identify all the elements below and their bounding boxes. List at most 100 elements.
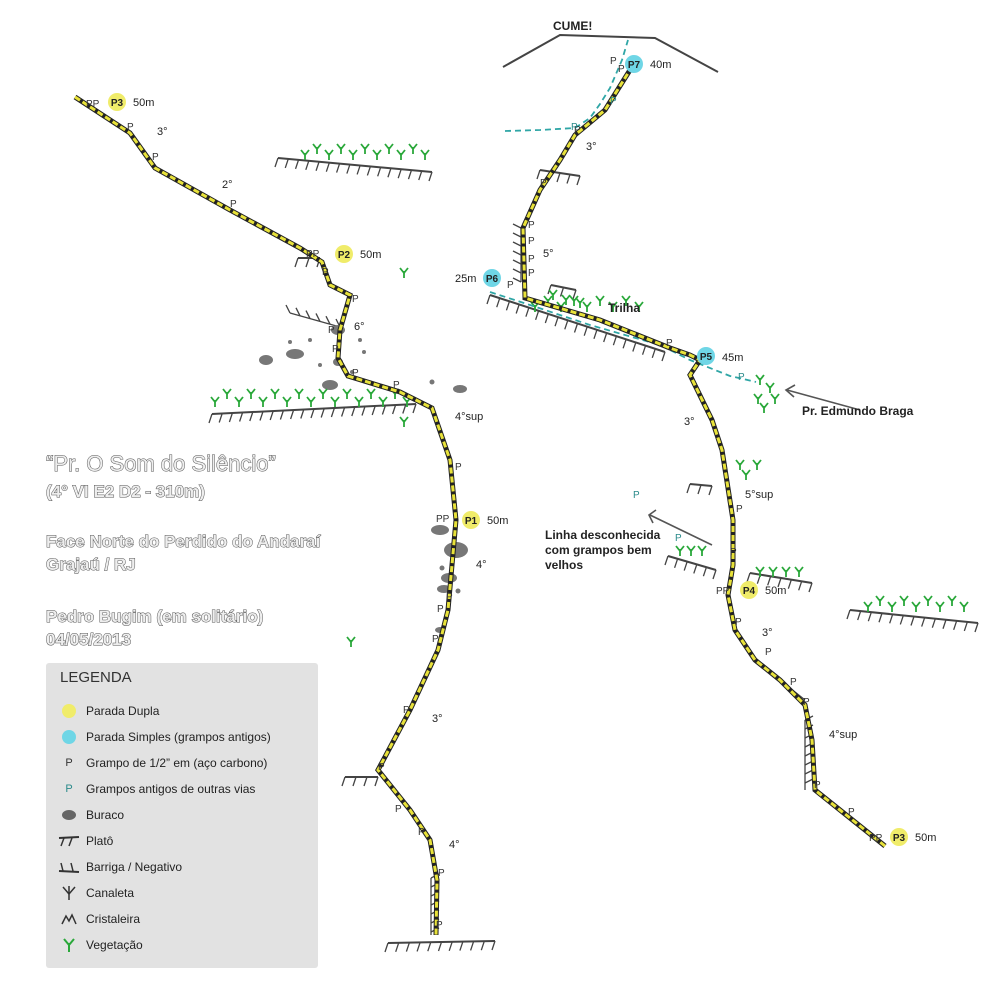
vegetation-icon xyxy=(408,143,418,154)
ledge-tick xyxy=(294,159,300,170)
ledge-tick xyxy=(320,408,325,418)
ledge-tick xyxy=(340,407,346,417)
legend-label: Barriga / Negativo xyxy=(86,860,183,874)
hole-group xyxy=(259,325,468,633)
legend: LEGENDA Parada Dupla Parada Simples (gra… xyxy=(46,663,318,968)
stop-length: 50m xyxy=(487,515,508,527)
overhang-tick xyxy=(512,268,522,274)
ledge-tick xyxy=(405,942,411,952)
overhang-tick xyxy=(295,307,301,317)
vegetation-icon xyxy=(575,297,585,308)
bolt-icon: P xyxy=(814,780,821,791)
ledge-tick xyxy=(269,410,274,421)
vegetation-icon xyxy=(378,396,388,407)
stop-p1: PP P1 50m xyxy=(436,511,508,529)
overhang-tick xyxy=(325,315,331,325)
bolt-group: PPPPPPPPPPPPPPPPPPPPPPPPPPPPPPPPPPPPPPPP… xyxy=(127,56,855,931)
ledge-tick xyxy=(846,609,851,620)
vegetation-icon xyxy=(781,566,791,577)
vegetation-icon xyxy=(222,388,232,399)
grade-label: 6° xyxy=(354,321,365,333)
ledge-tick xyxy=(387,168,392,178)
overhang-tick xyxy=(804,778,814,784)
ledge-tick xyxy=(371,405,376,416)
ledge-tick xyxy=(554,316,559,327)
crystal-icon xyxy=(58,909,80,929)
bolt-icon: P xyxy=(322,267,329,278)
stop-p5: P5 45m xyxy=(697,347,743,365)
ledge-tick xyxy=(279,410,285,420)
stop-name: P4 xyxy=(743,586,756,597)
bolt-icon: P xyxy=(418,827,425,838)
stop-name: P5 xyxy=(700,352,713,363)
ledge-tick xyxy=(798,581,803,591)
ledge-tick xyxy=(259,411,264,421)
bolt-icon: P xyxy=(328,325,335,336)
ledge-tick xyxy=(536,169,541,180)
bolt-icon: P xyxy=(352,368,359,379)
route-lines xyxy=(73,68,887,936)
ledge-tick xyxy=(931,618,936,628)
route-grade: (4° VI E2 D2 - 310m) xyxy=(46,482,205,501)
hole xyxy=(453,385,467,393)
bolt-icon: P xyxy=(432,634,439,645)
vegetation-icon xyxy=(959,601,969,612)
legend-label: Parada Simples (grampos antigos) xyxy=(86,730,271,744)
vegetation-icon xyxy=(58,935,80,955)
route-right-fill xyxy=(521,69,886,848)
bolt-icon: P xyxy=(666,338,673,349)
ledge xyxy=(667,555,717,571)
ledge-tick xyxy=(547,284,552,295)
old-line xyxy=(504,39,629,132)
grade-label: 5° xyxy=(543,248,554,260)
legend-label: Canaleta xyxy=(86,886,135,900)
overhang-tick xyxy=(512,259,522,265)
grade-label: 2° xyxy=(222,179,233,191)
ledge-tick xyxy=(363,776,368,787)
hole xyxy=(455,588,461,594)
ledge-tick xyxy=(583,326,588,336)
summit-label: CUME! xyxy=(553,19,592,33)
ledge-tick xyxy=(641,345,647,355)
arrow-head xyxy=(784,384,796,398)
vegetation-icon xyxy=(312,143,322,154)
legend-item-bolt: P Grampo de 1/2” em (aço carbono) xyxy=(58,753,267,773)
ledge-tick xyxy=(374,776,379,787)
hole xyxy=(431,525,449,535)
vegetation-icon xyxy=(768,566,778,577)
ledge-tick xyxy=(573,323,579,333)
bolt-icon: P xyxy=(438,868,445,879)
ledge-tick xyxy=(352,776,357,787)
ledge-tick xyxy=(525,307,530,317)
vegetation-icon xyxy=(210,396,220,407)
author: Pedro Bugim (em solitário) xyxy=(46,607,263,626)
old-line xyxy=(489,291,757,383)
stop-p3-left: PP P3 50m xyxy=(86,93,154,111)
vegetation-icon xyxy=(923,595,933,606)
bolt-icon: P xyxy=(352,294,359,305)
overhang-tick xyxy=(512,277,522,283)
vegetation-icon xyxy=(336,143,346,154)
legend-title: LEGENDA xyxy=(60,669,132,686)
old-bolt-icon: P xyxy=(738,372,745,383)
bolt-icon: P xyxy=(528,236,535,247)
hole xyxy=(350,370,354,374)
stop-name: P3 xyxy=(893,833,906,844)
bolt-icon: P xyxy=(395,804,402,815)
vegetation-icon xyxy=(875,595,885,606)
vegetation-icon xyxy=(360,143,370,154)
overhang-group xyxy=(285,223,814,935)
trail-label: Trilha xyxy=(608,301,640,315)
ledge-tick xyxy=(787,579,792,589)
stop-length: 45m xyxy=(722,352,743,364)
grade-labels: 3° 2° 6° 4°sup 4° 3° 4° 3° 5° 3° 5°sup 3… xyxy=(157,126,857,851)
ledge-tick xyxy=(515,304,520,314)
date: 04/05/2013 xyxy=(46,630,131,649)
arrow-edmundo-braga xyxy=(786,389,861,411)
ledge-tick xyxy=(377,167,382,177)
ledge-tick xyxy=(412,403,417,414)
ledge-tick xyxy=(341,776,346,787)
old-bolt-icon: P xyxy=(675,533,682,544)
ledge-tick xyxy=(544,313,549,324)
hole xyxy=(318,363,322,367)
